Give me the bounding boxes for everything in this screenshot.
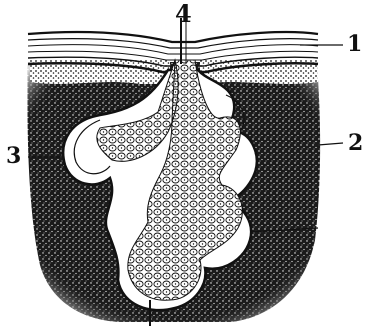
label-2: 2	[348, 132, 363, 154]
label-1: 1	[347, 33, 362, 55]
label-3: 3	[6, 145, 21, 167]
label-4: 4	[175, 2, 192, 26]
